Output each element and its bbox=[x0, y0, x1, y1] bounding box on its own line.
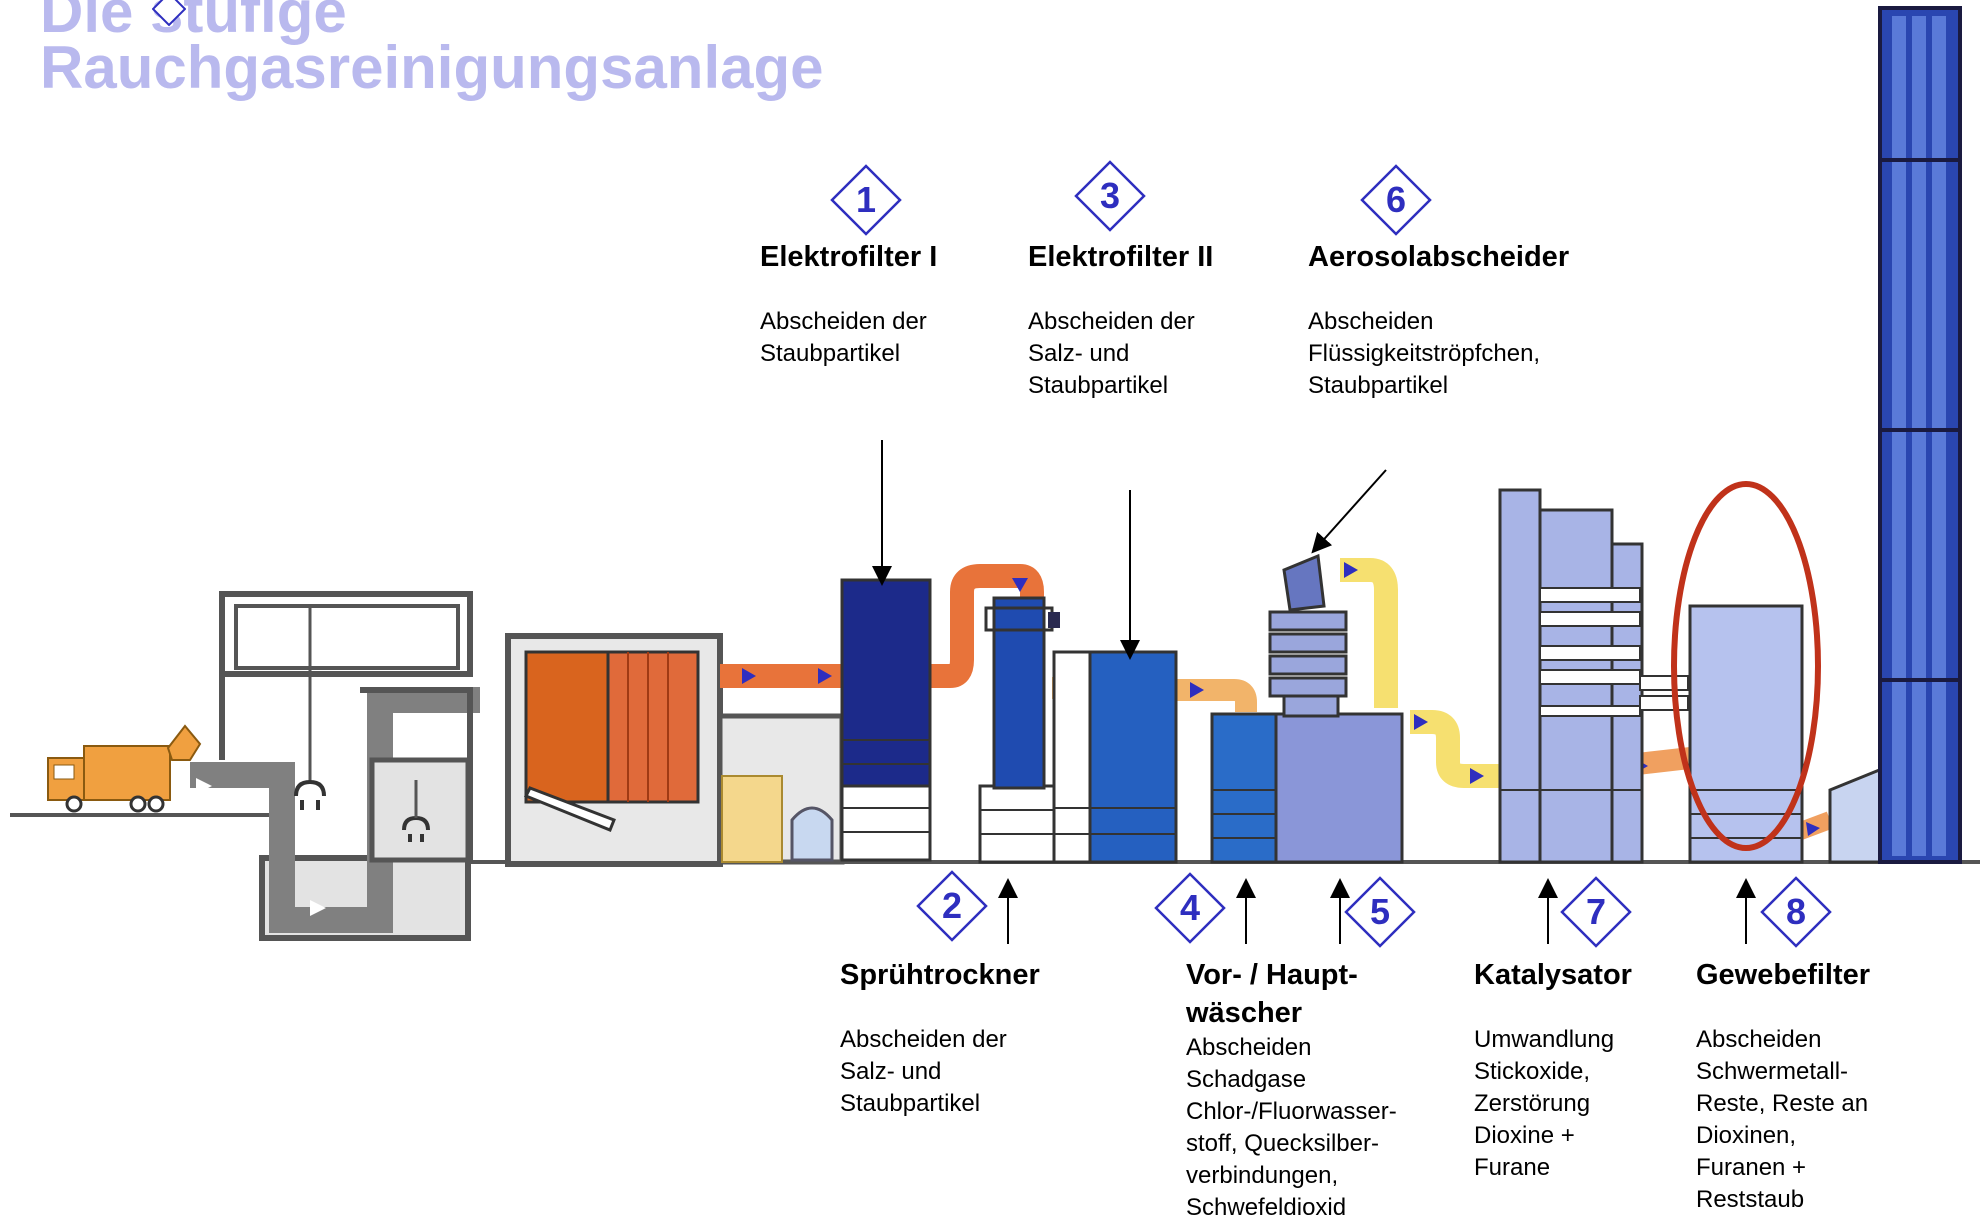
diamond-icon bbox=[1360, 164, 1432, 236]
chimney bbox=[1878, 6, 1962, 864]
flue-duct-hot bbox=[720, 564, 1044, 688]
stage-number: 6 bbox=[1385, 179, 1407, 220]
stage-number: 4 bbox=[1179, 887, 1201, 928]
main-washer bbox=[1274, 712, 1404, 864]
catalytic-converter bbox=[1498, 488, 1689, 864]
stage-number: 1 bbox=[855, 179, 877, 220]
stage-description: Abscheiden der Staubpartikel bbox=[760, 308, 927, 367]
stage-description: Abscheiden Schwermetall- Reste, Reste an… bbox=[1696, 1026, 1869, 1213]
stage-3-label: Elektrofilter II Abscheiden der Salz- un… bbox=[1028, 238, 1213, 402]
stage-badge-6: 6 bbox=[1360, 164, 1432, 236]
stage-number: 8 bbox=[1785, 891, 1807, 932]
stage-4-5-label: Vor- / Haupt- wäscher Abscheiden Schadga… bbox=[1186, 956, 1397, 1224]
stage-badge-2: 2 bbox=[916, 870, 988, 942]
stage-number: 2 bbox=[941, 885, 963, 926]
stage-description: Umwandlung Stickoxide, Zerstörung Dioxin… bbox=[1474, 1026, 1615, 1181]
highlight-ellipse bbox=[1671, 481, 1821, 851]
title-line-1: Die stufige bbox=[40, 0, 347, 45]
stage-number: 5 bbox=[1369, 891, 1391, 932]
diamond-icon bbox=[1074, 160, 1146, 232]
prewasher bbox=[1210, 712, 1278, 864]
stage-6-label: Aerosolabscheider Abscheiden Flüssigkeit… bbox=[1308, 238, 1569, 402]
diamond-icon bbox=[1154, 872, 1226, 944]
stage-name: Elektrofilter I bbox=[760, 241, 938, 273]
stage-badge-4: 4 bbox=[1154, 872, 1226, 944]
diamond-icon bbox=[916, 870, 988, 942]
garbage-truck bbox=[47, 724, 202, 813]
stage-8-label: Gewebefilter Abscheiden Schwermetall- Re… bbox=[1696, 956, 1870, 1216]
diamond-icon bbox=[1560, 876, 1632, 948]
stage-name: Aerosolabscheider bbox=[1308, 241, 1570, 273]
stage-description: Abscheiden der Salz- und Staubpartikel bbox=[840, 1026, 1007, 1117]
diamond-icon bbox=[830, 164, 902, 236]
title-line-2: Rauchgasreinigungsanlage bbox=[40, 34, 824, 101]
stage-name: Gewebefilter bbox=[1696, 959, 1871, 991]
stage-badge-8: 8 bbox=[1760, 876, 1832, 948]
waste-bunker bbox=[190, 591, 500, 941]
stage-7-label: Katalysator Umwandlung Stickoxide, Zerst… bbox=[1474, 956, 1632, 1184]
stage-description: Abscheiden der Salz- und Staubpartikel bbox=[1028, 308, 1195, 399]
aerosol-separator bbox=[1268, 553, 1348, 718]
stage-badge-7: 7 bbox=[1560, 876, 1632, 948]
stage-description: Abscheiden Schadgase Chlor-/Fluorwasser-… bbox=[1186, 1034, 1397, 1221]
stage-name-continued: wäscher bbox=[1186, 997, 1303, 1029]
stage-name: Vor- / Haupt- bbox=[1186, 959, 1358, 991]
stage-badge-5: 5 bbox=[1344, 876, 1416, 948]
stage-count-diamond-icon bbox=[152, 0, 186, 26]
stage-name: Katalysator bbox=[1474, 959, 1632, 991]
stage-number: 7 bbox=[1585, 891, 1607, 932]
stage-description: Abscheiden Flüssigkeitströpfchen, Staubp… bbox=[1308, 308, 1541, 399]
diamond-icon bbox=[1344, 876, 1416, 948]
stage-badge-3: 3 bbox=[1074, 160, 1146, 232]
diamond-icon bbox=[1760, 876, 1832, 948]
pointer-arrows bbox=[872, 440, 1756, 944]
stage-1-label: Elektrofilter I Abscheiden der Staubpart… bbox=[760, 238, 937, 370]
stage-name: Sprühtrockner bbox=[840, 959, 1040, 991]
stage-number: 3 bbox=[1099, 175, 1121, 216]
electrostatic-filter-2 bbox=[1052, 650, 1178, 864]
stage-badge-1: 1 bbox=[830, 164, 902, 236]
flue-duct-clean bbox=[1340, 558, 1500, 788]
stage-2-label: Sprühtrockner Abscheiden der Salz- und S… bbox=[840, 956, 1040, 1120]
electrostatic-filter-1 bbox=[840, 578, 932, 862]
stage-name: Elektrofilter II bbox=[1028, 241, 1214, 273]
furnace-boiler bbox=[505, 633, 845, 867]
